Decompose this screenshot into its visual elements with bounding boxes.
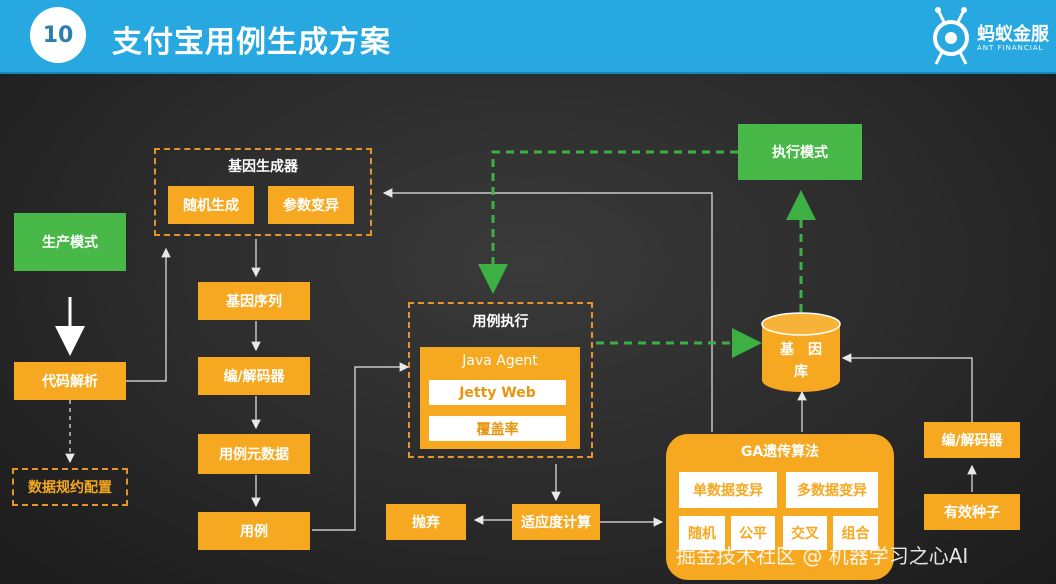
ga-random-box: 随机: [679, 516, 725, 550]
test-case-box: 用例: [198, 512, 310, 550]
data-spec-label: 数据规约配置: [28, 480, 112, 496]
coverage-bar: 覆盖率: [429, 416, 566, 441]
execution-mode-box: 执行模式: [738, 124, 862, 180]
codec-right-box: 编/解码器: [924, 422, 1020, 458]
multi-data-mutation-box: 多数据变异: [786, 472, 878, 508]
discard-box: 抛弃: [386, 504, 466, 540]
header-bar: [0, 0, 1056, 74]
arrow-parse-to-generator: [126, 247, 171, 382]
ant-logo-icon: [933, 7, 969, 65]
valid-seed-box: 有效种子: [924, 494, 1020, 530]
header-divider: [0, 72, 1056, 74]
case-metadata-box: 用例元数据: [198, 434, 310, 474]
jetty-web-bar: Jetty Web: [429, 380, 566, 405]
case-execution-label: 用例执行: [472, 314, 529, 330]
gene-generator-label: 基因生成器: [228, 159, 298, 175]
ga-combination-box: 组合: [833, 516, 878, 550]
fitness-calc-box: 适应度计算: [512, 504, 600, 540]
arrow-codec-to-genedb: [841, 353, 973, 422]
ga-fair-box: 公平: [731, 516, 775, 550]
slide-number-badge: 10: [30, 7, 86, 63]
arrow-execmode-to-caseexec: [478, 150, 738, 294]
code-parsing-box: 代码解析: [14, 362, 126, 400]
single-data-mutation-box: 单数据变异: [679, 472, 777, 508]
gene-database-cylinder: [761, 312, 841, 392]
logo-subtext: ANT FINANCIAL: [977, 44, 1044, 52]
gene-database-label: 基 因 库: [780, 342, 822, 380]
ga-label: GA遗传算法: [740, 444, 820, 460]
random-generation-box: 随机生成: [168, 186, 254, 224]
param-mutation-box: 参数变异: [268, 186, 354, 224]
codec-left-box: 编/解码器: [198, 357, 310, 395]
green-dashed-connectors: [478, 150, 816, 358]
watermark-text: 掘金技术社区 @ 机器学习之心AI: [676, 544, 969, 568]
production-mode-box: 生产模式: [14, 213, 126, 271]
ga-crossover-box: 交叉: [783, 516, 827, 550]
logo-text: 蚂蚁金服: [977, 24, 1049, 45]
data-spec-frame: [12, 468, 128, 506]
page-title: 支付宝用例生成方案: [112, 25, 391, 60]
case-execution-frame: [408, 302, 593, 458]
gene-generator-frame: [154, 148, 372, 236]
arrow-case-to-execution: [312, 362, 410, 531]
gene-sequence-box: 基因序列: [198, 282, 310, 320]
